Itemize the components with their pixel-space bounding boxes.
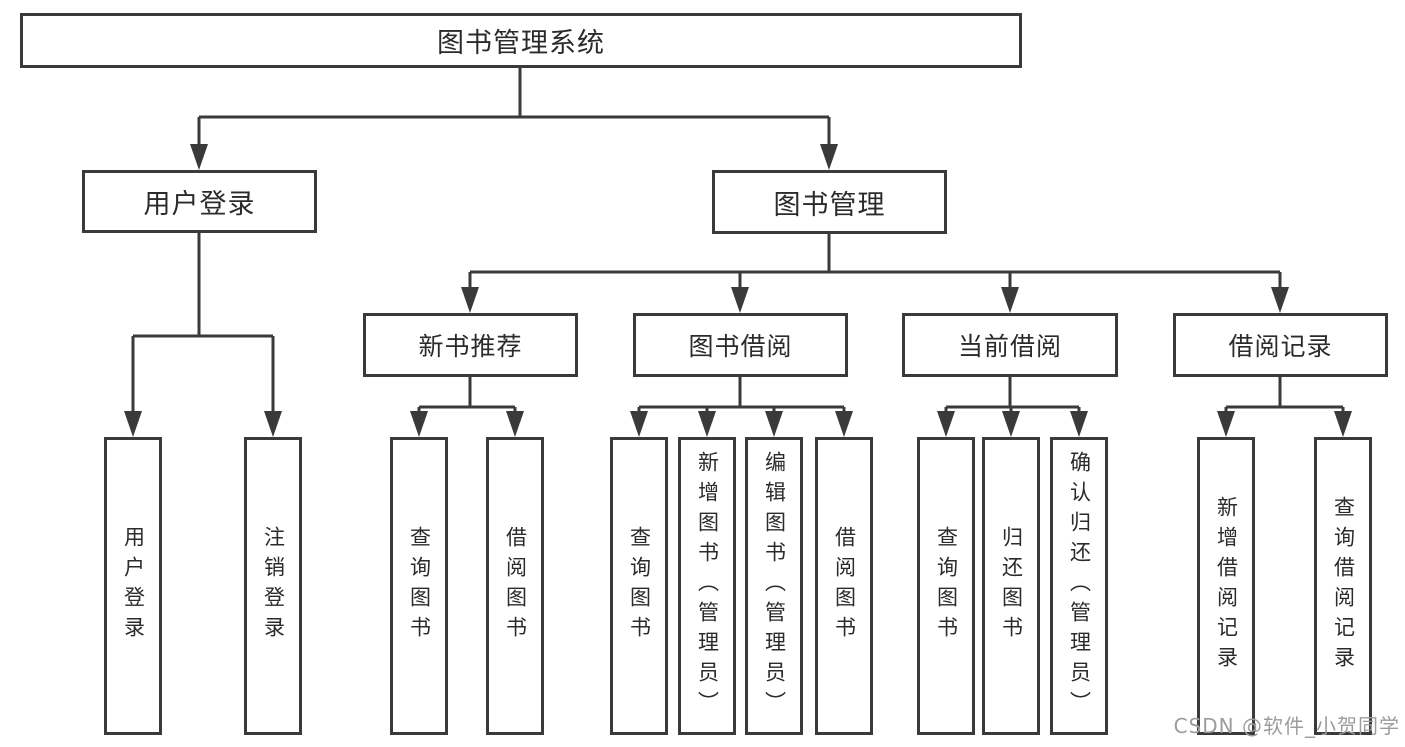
node-book-mgmt: 图书管理	[712, 170, 947, 234]
node-new-book-rec: 新书推荐	[363, 313, 578, 377]
leaf-return-books-label: 归还图书	[999, 526, 1024, 646]
leaf-add-borrow-record: 新增借阅记录	[1197, 437, 1255, 735]
leaf-confirm-return-admin: 确认归还（管理员）	[1050, 437, 1108, 735]
leaf-borrow-books-rec: 借阅图书	[486, 437, 544, 735]
node-user-login-label: 用户登录	[143, 189, 256, 220]
node-borrow-records: 借阅记录	[1173, 313, 1388, 377]
leaf-logout: 注销登录	[244, 437, 302, 735]
connector-user-login	[124, 233, 282, 437]
leaf-return-books: 归还图书	[982, 437, 1040, 735]
leaf-borrow-books: 借阅图书	[815, 437, 873, 735]
leaf-user-login: 用户登录	[104, 437, 162, 735]
leaf-add-books-admin-label: 新增图书（管理员）	[695, 451, 720, 721]
leaf-confirm-return-admin-label: 确认归还（管理员）	[1067, 451, 1092, 721]
leaf-logout-label: 注销登录	[261, 526, 286, 646]
leaf-query-books-current-label: 查询图书	[934, 526, 959, 646]
leaf-query-books-borrow: 查询图书	[610, 437, 668, 735]
node-current-borrow-label: 当前借阅	[957, 332, 1062, 361]
leaf-query-books-rec: 查询图书	[390, 437, 448, 735]
connector-new-book-rec	[410, 377, 524, 437]
node-current-borrow: 当前借阅	[902, 313, 1118, 377]
node-new-book-rec-label: 新书推荐	[418, 332, 523, 361]
connector-root	[190, 68, 838, 170]
leaf-query-borrow-record: 查询借阅记录	[1314, 437, 1372, 735]
leaf-edit-books-admin: 编辑图书（管理员）	[745, 437, 803, 735]
leaf-query-borrow-record-label: 查询借阅记录	[1331, 496, 1356, 676]
node-book-borrow-label: 图书借阅	[688, 332, 793, 361]
leaf-borrow-books-rec-label: 借阅图书	[503, 526, 528, 646]
node-borrow-records-label: 借阅记录	[1228, 332, 1333, 361]
leaf-edit-books-admin-label: 编辑图书（管理员）	[762, 451, 787, 721]
leaf-add-books-admin: 新增图书（管理员）	[678, 437, 736, 735]
connector-current-borrow	[937, 377, 1088, 437]
leaf-borrow-books-label: 借阅图书	[832, 526, 857, 646]
leaf-query-books-borrow-label: 查询图书	[627, 526, 652, 646]
node-book-mgmt-label: 图书管理	[773, 189, 886, 221]
leaf-query-books-current: 查询图书	[917, 437, 975, 735]
leaf-add-borrow-record-label: 新增借阅记录	[1214, 496, 1239, 676]
watermark: CSDN @软件_小贺同学	[1173, 714, 1400, 738]
connector-borrow-records	[1217, 377, 1352, 437]
connector-book-mgmt	[461, 234, 1289, 313]
node-root-label: 图书管理系统	[437, 28, 605, 59]
leaf-user-login-label: 用户登录	[121, 526, 146, 646]
connector-book-borrow	[630, 377, 853, 437]
node-book-borrow: 图书借阅	[633, 313, 848, 377]
node-user-login: 用户登录	[82, 170, 317, 233]
leaf-query-books-rec-label: 查询图书	[407, 526, 432, 646]
node-root: 图书管理系统	[20, 13, 1022, 68]
